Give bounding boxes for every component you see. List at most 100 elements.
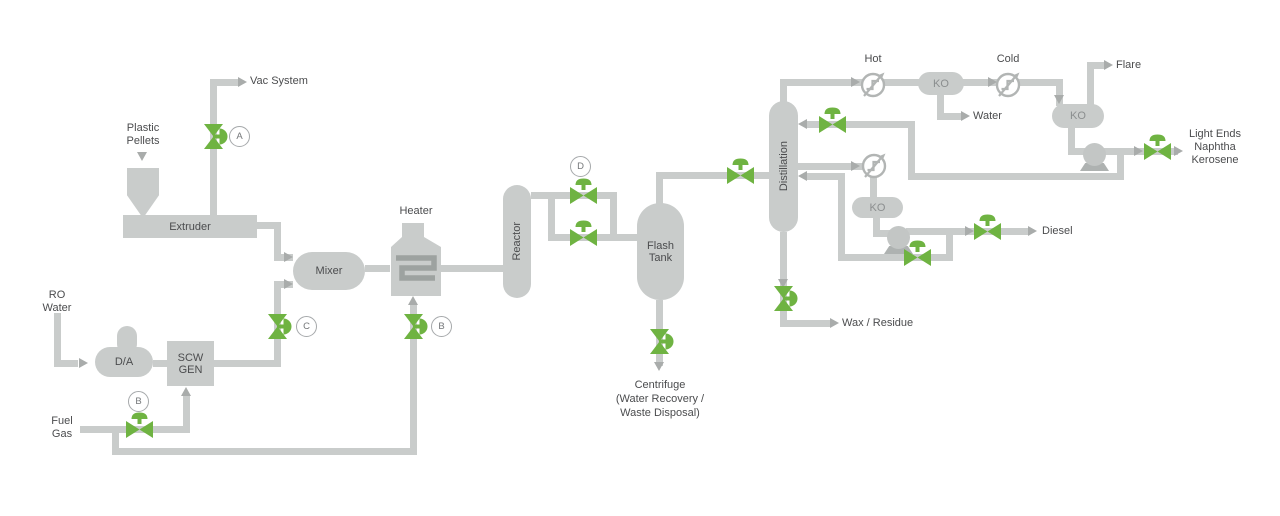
arrow-diesel-2 (1028, 226, 1037, 236)
fuel-gas-line1: Fuel (51, 415, 73, 427)
valve-tag-c: C (296, 316, 317, 337)
plastic-pellets-line2: Pellets (126, 135, 160, 147)
pipe-mixer-in-bottom (274, 281, 293, 288)
valve-bypass-icon (570, 220, 597, 246)
arrow-pumparound-into-column (798, 171, 807, 181)
pipe-pumparound-h (838, 254, 953, 261)
pipe-water-v (937, 95, 944, 120)
flash-tank-vessel: Flash Tank (637, 203, 684, 300)
pipe-flare-h (1087, 62, 1104, 69)
flash-label-line1: Flash (647, 239, 674, 252)
pipe-ko3-pump-h (873, 230, 891, 237)
arrow-into-hx3 (851, 161, 860, 171)
valve-tag-a-label: A (236, 131, 243, 142)
centrifuge-label: Centrifuge (Water Recovery / Waste Dispo… (589, 378, 731, 420)
pipe-da-to-scw (153, 360, 167, 367)
valve-flash-feed-icon (727, 158, 754, 184)
vac-system-label: Vac System (250, 75, 308, 87)
valve-a-icon (204, 124, 228, 149)
pipe-reflux-long-h (908, 173, 1124, 180)
light-ends-line2: Naphtha (1194, 141, 1236, 153)
pipe-fuelgas-branch-v (112, 429, 119, 455)
cold-exchanger-icon (995, 72, 1021, 98)
ko-drum-overhead-2: KO (1052, 104, 1104, 128)
valve-tag-b-fuelgas: B (128, 391, 149, 412)
valve-centrifuge-icon (650, 329, 674, 354)
pipe-mixer-in-top (274, 254, 293, 261)
arrow-water (961, 111, 970, 121)
pipe-extruder-out-h (257, 222, 281, 229)
pipe-pumparound-to-column (806, 173, 845, 180)
pipe-vac-horizontal (210, 79, 240, 86)
scw-label-line1: SCW (177, 351, 204, 364)
pipe-flare-v (1087, 62, 1094, 106)
valve-diesel-icon (974, 214, 1001, 240)
valve-wax-icon (774, 286, 798, 311)
arrow-into-ko2 (1054, 95, 1064, 104)
pipe-flash-to-column (656, 172, 769, 179)
centrifuge-line1: Centrifuge (634, 379, 686, 391)
fuel-gas-line2: Gas (51, 428, 73, 440)
hot-exchanger-icon (860, 72, 886, 98)
ro-water-label: RO Water (33, 289, 81, 315)
arrow-wax (830, 318, 839, 328)
arrow-reflux-into-column (798, 119, 807, 129)
pipe-extruder-out-v (274, 222, 281, 261)
water-label: Water (973, 110, 1002, 122)
arrow-vac-system (238, 77, 247, 87)
pipe-reflux-v (908, 121, 915, 180)
distillation-column: Distillation (769, 101, 798, 232)
valve-b-fuelgas-icon (126, 412, 153, 438)
pipe-branch-left-v (548, 192, 555, 241)
pipe-hx3-to-ko3 (870, 166, 877, 197)
pipe-column-top-h (780, 79, 920, 86)
ko-drum-diesel: KO (852, 197, 903, 218)
arrow-lightends-2 (1174, 146, 1183, 156)
arrow-ro-to-da (79, 358, 88, 368)
scw-generator-label: SCW GEN (167, 341, 214, 386)
diesel-label: Diesel (1042, 225, 1073, 237)
valve-tag-b1-label: B (135, 396, 142, 407)
scw-generator-vessel: SCW GEN (167, 341, 214, 386)
arrow-diesel-1 (965, 226, 974, 236)
pipe-ko2-pump-v (1068, 128, 1075, 155)
valve-tag-d-label: D (577, 161, 584, 172)
arrow-lightends-1 (1134, 146, 1143, 156)
pipe-cold-down-v (1056, 79, 1063, 106)
lightends-pump-base (1080, 163, 1109, 171)
pipe-ko2-pump-h (1068, 148, 1092, 155)
mixer-label: Mixer (315, 265, 343, 277)
heater-label: Heater (399, 205, 433, 217)
pipe-branch-right-v (610, 192, 617, 241)
pipe-water-h (937, 113, 963, 120)
valve-pumparound-icon (904, 240, 931, 266)
scw-label-line2: GEN (178, 363, 203, 376)
flare-label: Flare (1116, 59, 1142, 71)
arrow-fuel-to-heater (408, 296, 418, 305)
light-ends-line3: Kerosene (1191, 154, 1239, 166)
arrow-into-hot-hx (851, 77, 860, 87)
pipe-column-top-v (780, 79, 787, 103)
valve-lightends-icon (1144, 134, 1171, 160)
plastic-pellets-label: Plastic Pellets (109, 122, 177, 148)
plastic-pellets-hopper (127, 168, 159, 215)
pipe-reflux-tee-v (1117, 148, 1124, 180)
valve-c-icon (268, 314, 292, 339)
centrifuge-line2: (Water Recovery / (615, 393, 705, 405)
flash-label-line2: Tank (648, 251, 673, 264)
plastic-pellets-line1: Plastic (126, 122, 160, 134)
pipe-ro-vertical (54, 313, 61, 367)
arrow-fuel-to-scw (181, 387, 191, 396)
valve-tag-c-label: C (303, 321, 310, 332)
hot-exchanger-label: Hot (864, 53, 882, 65)
ko-drum-overhead-1: KO (918, 72, 964, 95)
arrow-flare (1104, 60, 1113, 70)
pipe-diesel-tee-v (946, 228, 953, 261)
valve-tag-b-heater: B (431, 316, 452, 337)
light-ends-line1: Light Ends (1189, 128, 1241, 140)
pipe-heater-fuel-v (410, 303, 417, 455)
valve-d-icon (570, 178, 597, 204)
valve-tag-a: A (229, 126, 250, 147)
ro-water-line2: Water (42, 302, 72, 314)
